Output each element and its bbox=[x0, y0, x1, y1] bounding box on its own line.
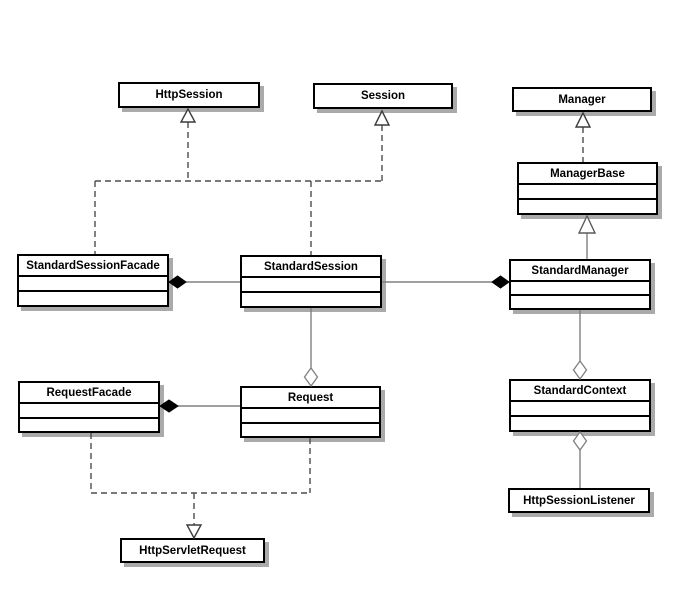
class-name-label: StandardSessionFacade bbox=[26, 259, 160, 272]
class-name-label: HttpServletRequest bbox=[139, 544, 246, 557]
composition-requestfacade-request bbox=[159, 399, 240, 413]
class-name-label: StandardManager bbox=[531, 264, 629, 277]
class-name-label: Session bbox=[360, 90, 406, 102]
attributes-compartment bbox=[511, 400, 649, 415]
class-box-httpsession: HttpSession bbox=[118, 82, 260, 108]
attributes-compartment bbox=[511, 280, 649, 294]
class-box-standardsessionfacade: StandardSessionFacade bbox=[17, 254, 169, 307]
class-name-label: RequestFacade bbox=[46, 386, 132, 399]
class-box-requestfacade: RequestFacade bbox=[18, 381, 160, 433]
aggregation-standardcontext-httpsessionlistener bbox=[572, 430, 588, 488]
hollow-triangle-arrow-icon bbox=[373, 109, 391, 126]
composition-standardsessionfacade-standardsession bbox=[168, 275, 240, 289]
attributes-compartment bbox=[242, 276, 380, 291]
class-box-manager: Manager bbox=[512, 87, 652, 112]
class-name-label: HttpSessionListener bbox=[523, 494, 635, 507]
composition-standardmanager-standardsession bbox=[382, 275, 510, 289]
aggregation-request-standardsession bbox=[303, 308, 319, 388]
class-box-standardmanager: StandardManager bbox=[509, 259, 651, 310]
operations-compartment bbox=[519, 198, 656, 213]
hollow-triangle-arrow-icon bbox=[185, 524, 203, 540]
class-name-label: Manager bbox=[558, 93, 606, 106]
attributes-compartment bbox=[19, 275, 167, 290]
hollow-diamond-icon bbox=[572, 359, 588, 381]
hollow-diamond-icon bbox=[572, 430, 588, 452]
attributes-compartment bbox=[242, 407, 379, 422]
class-box-managerbase: ManagerBase bbox=[517, 162, 658, 215]
generalization-standardmanager-managerbase bbox=[577, 214, 597, 259]
filled-diamond-icon bbox=[168, 275, 187, 289]
hollow-triangle-arrow-icon bbox=[179, 107, 197, 123]
class-box-httpservletrequest: HttpServletRequest bbox=[120, 538, 265, 563]
filled-diamond-icon bbox=[159, 399, 179, 413]
operations-compartment bbox=[20, 416, 158, 431]
class-name-label: StandardSession bbox=[264, 260, 358, 273]
hollow-diamond-icon bbox=[303, 366, 319, 388]
attributes-compartment bbox=[519, 183, 656, 198]
class-box-request: Request bbox=[240, 386, 381, 438]
realization-managerbase-manager bbox=[574, 111, 592, 162]
class-box-httpsessionlistener: HttpSessionListener bbox=[508, 488, 650, 513]
attributes-compartment bbox=[20, 402, 158, 417]
realization-facade-request-to-httpservletrequest bbox=[90, 433, 311, 540]
class-name-label: StandardContext bbox=[533, 384, 627, 397]
operations-compartment bbox=[511, 294, 649, 308]
class-box-standardcontext: StandardContext bbox=[509, 379, 651, 432]
filled-diamond-icon bbox=[491, 275, 510, 289]
class-box-standardsession: StandardSession bbox=[240, 255, 382, 308]
realization-facade-session-to-interfaces bbox=[94, 107, 391, 255]
class-name-label: Request bbox=[287, 391, 334, 404]
operations-compartment bbox=[511, 415, 649, 430]
class-box-session: Session bbox=[313, 83, 453, 109]
operations-compartment bbox=[19, 290, 167, 305]
operations-compartment bbox=[242, 291, 380, 306]
hollow-triangle-arrow-icon bbox=[577, 214, 597, 234]
operations-compartment bbox=[242, 421, 379, 436]
class-name-label: HttpSession bbox=[155, 89, 223, 101]
class-name-label: ManagerBase bbox=[550, 167, 625, 180]
aggregation-standardcontext-standardmanager bbox=[572, 310, 588, 381]
hollow-triangle-arrow-icon bbox=[574, 111, 592, 128]
